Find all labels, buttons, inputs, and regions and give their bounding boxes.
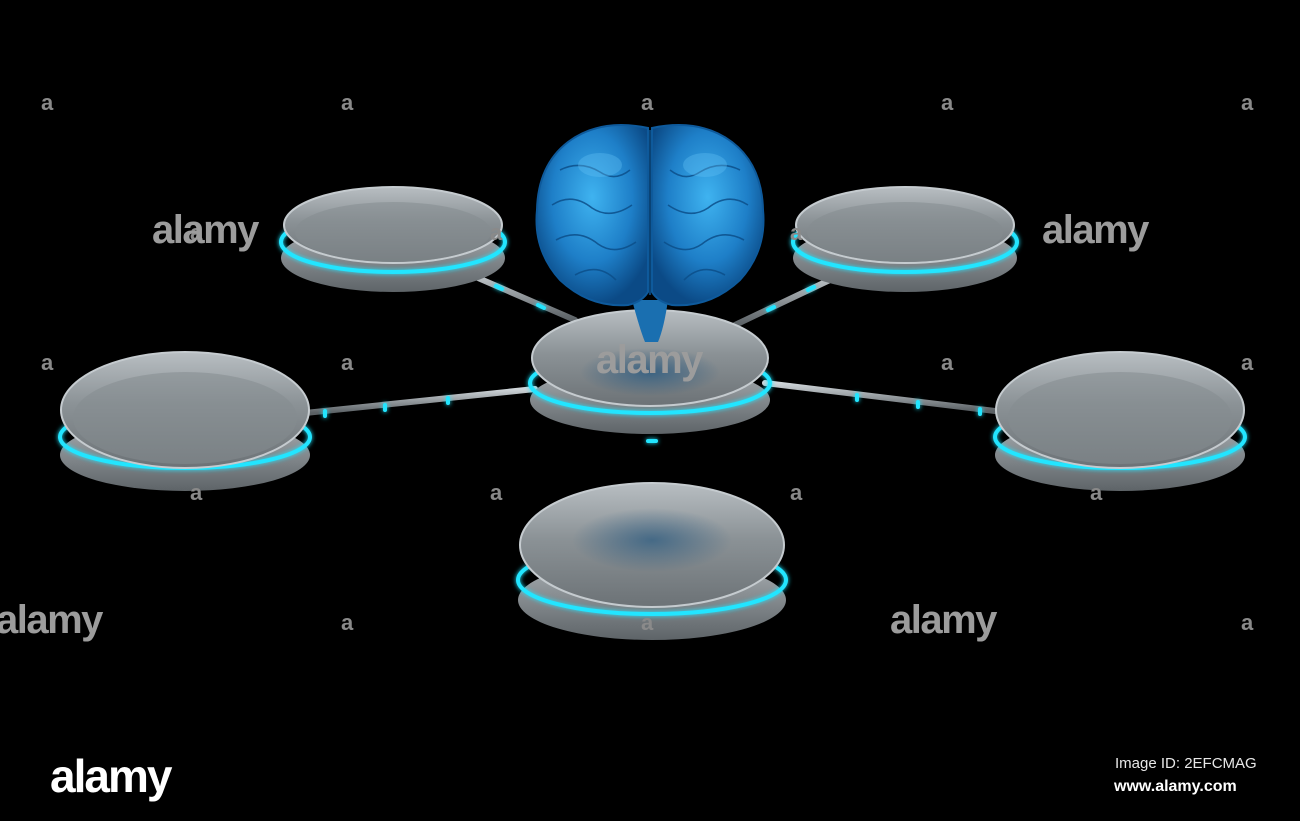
watermark-mark: a bbox=[190, 220, 203, 245]
node-disc-left bbox=[58, 351, 312, 491]
watermark-mark: a bbox=[490, 480, 503, 505]
watermark-mark: a bbox=[1241, 610, 1254, 635]
node-disc-center bbox=[528, 309, 772, 434]
watermark-mark: a bbox=[41, 350, 54, 375]
node-disc-right bbox=[993, 351, 1247, 491]
watermark-mark: a bbox=[641, 610, 654, 635]
node-disc-bottom bbox=[516, 482, 788, 640]
watermark-mark: a bbox=[790, 220, 803, 245]
site-url: www.alamy.com bbox=[1114, 778, 1237, 795]
node-disc-top-right bbox=[791, 186, 1019, 292]
brand-logo: alamy bbox=[50, 750, 172, 802]
watermark-mark: a bbox=[490, 220, 503, 245]
watermark-mark: a bbox=[41, 90, 54, 115]
watermark-logo: alamy bbox=[890, 598, 997, 642]
node-disc-top-left bbox=[279, 186, 507, 292]
watermark-mark: a bbox=[641, 90, 654, 115]
rod-to-right bbox=[762, 380, 998, 414]
watermark-mark: a bbox=[1090, 480, 1103, 505]
watermark-mark: a bbox=[341, 350, 354, 375]
image-id-label: Image ID: 2EFCMAG bbox=[1115, 755, 1257, 772]
watermark-mark: a bbox=[341, 610, 354, 635]
watermark-mark: a bbox=[190, 480, 203, 505]
watermark-mark: a bbox=[1241, 90, 1254, 115]
brain-icon bbox=[535, 124, 765, 342]
watermark-logo: alamy bbox=[596, 338, 703, 382]
watermark-mark: a bbox=[341, 90, 354, 115]
watermark-logo: alamy bbox=[1042, 208, 1149, 252]
watermark-mark: a bbox=[941, 350, 954, 375]
watermark-mark: a bbox=[941, 90, 954, 115]
rod-to-left bbox=[302, 386, 538, 416]
watermark-mark: a bbox=[790, 480, 803, 505]
watermark-logo: alamy bbox=[0, 598, 103, 642]
watermark-logo: alamy bbox=[152, 208, 259, 252]
watermark-mark: a bbox=[1241, 350, 1254, 375]
